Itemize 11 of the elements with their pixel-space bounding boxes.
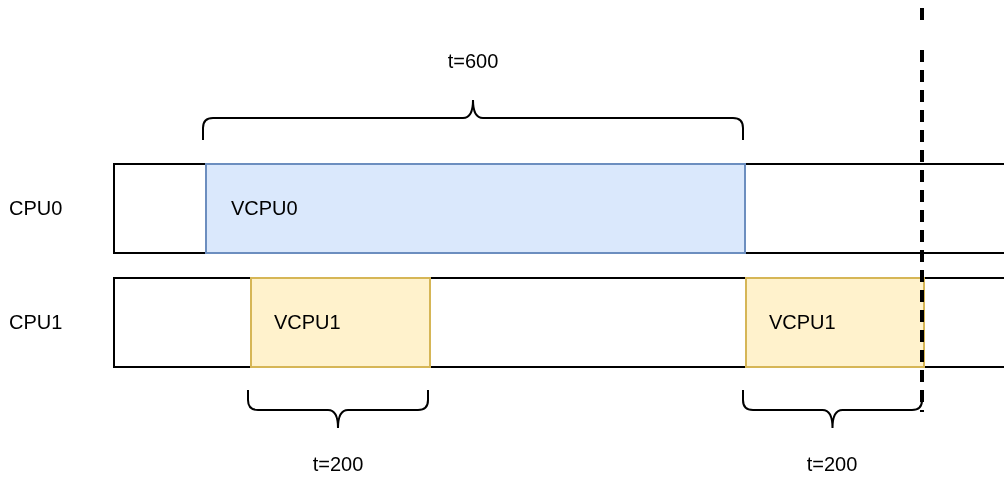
- cpu-label: CPU0: [9, 197, 63, 220]
- vcpu-label: VCPU0: [231, 197, 298, 220]
- vcpu-time-slice: [250, 277, 431, 368]
- vcpu-label: VCPU1: [274, 311, 341, 334]
- vcpu-time-slice: [745, 277, 925, 368]
- duration-label: t=200: [806, 453, 858, 476]
- vcpu-time-slice: [205, 163, 746, 254]
- cpu-label: CPU1: [9, 311, 63, 334]
- vcpu-label: VCPU1: [769, 311, 836, 334]
- duration-label: t=200: [312, 453, 364, 476]
- duration-label: t=600: [447, 50, 499, 73]
